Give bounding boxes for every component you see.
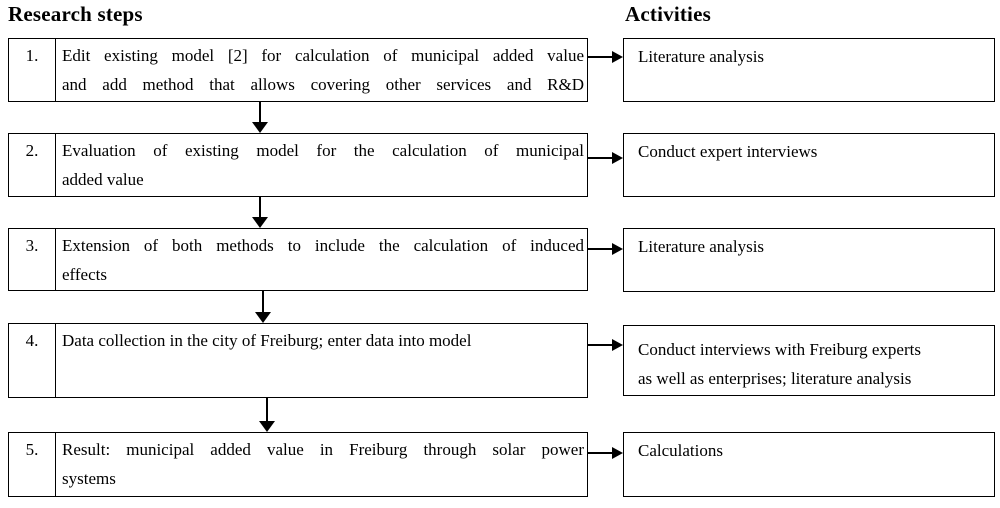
arrow-right-icon: [588, 447, 623, 459]
step-box-2: 2. Evaluation of existing model for the …: [8, 133, 588, 197]
step-text-line: systems: [62, 469, 116, 488]
activity-box-1: Literature analysis: [623, 38, 995, 102]
research-steps-heading: Research steps: [8, 2, 143, 26]
arrow-right-icon: [588, 152, 623, 164]
step-box-3: 3. Extension of both methods to include …: [8, 228, 588, 291]
step-box-1: 1. Edit existing model [2] for calculati…: [8, 38, 588, 102]
activity-box-4: Conduct interviews with Freiburg experts…: [623, 325, 995, 396]
activity-box-5: Calculations: [623, 432, 995, 497]
step-number: 4.: [9, 324, 56, 397]
step-text-line: Edit existing model [2] for calculation …: [62, 46, 584, 65]
activities-heading: Activities: [625, 2, 711, 26]
arrow-down-icon: [255, 290, 271, 323]
step-text-line: Result: municipal added value in Freibur…: [62, 440, 584, 459]
step-text: Evaluation of existing model for the cal…: [56, 134, 587, 196]
arrow-down-icon: [259, 397, 275, 432]
step-text: Edit existing model [2] for calculation …: [56, 39, 587, 101]
step-text: Data collection in the city of Freiburg;…: [56, 324, 587, 397]
arrow-down-icon: [252, 101, 268, 133]
arrow-right-icon: [588, 339, 623, 351]
step-number: 1.: [9, 39, 56, 101]
step-text: Result: municipal added value in Freibur…: [56, 433, 587, 496]
step-text-line: effects: [62, 265, 107, 284]
arrow-right-icon: [588, 51, 623, 63]
step-text-line: Extension of both methods to include the…: [62, 236, 584, 255]
step-number: 3.: [9, 229, 56, 290]
arrow-down-icon: [252, 196, 268, 228]
step-text-line: and add method that allows covering othe…: [62, 75, 584, 94]
step-number: 2.: [9, 134, 56, 196]
step-number: 5.: [9, 433, 56, 496]
step-text-line: [62, 355, 584, 384]
step-text-line: added value: [62, 170, 144, 189]
step-text-line: Data collection in the city of Freiburg;…: [62, 331, 472, 350]
step-text-line: Evaluation of existing model for the cal…: [62, 141, 584, 160]
step-text: Extension of both methods to include the…: [56, 229, 587, 290]
step-box-5: 5. Result: municipal added value in Frei…: [8, 432, 588, 497]
step-box-4: 4. Data collection in the city of Freibu…: [8, 323, 588, 398]
arrow-right-icon: [588, 243, 623, 255]
activity-box-2: Conduct expert interviews: [623, 133, 995, 197]
activity-box-3: Literature analysis: [623, 228, 995, 292]
